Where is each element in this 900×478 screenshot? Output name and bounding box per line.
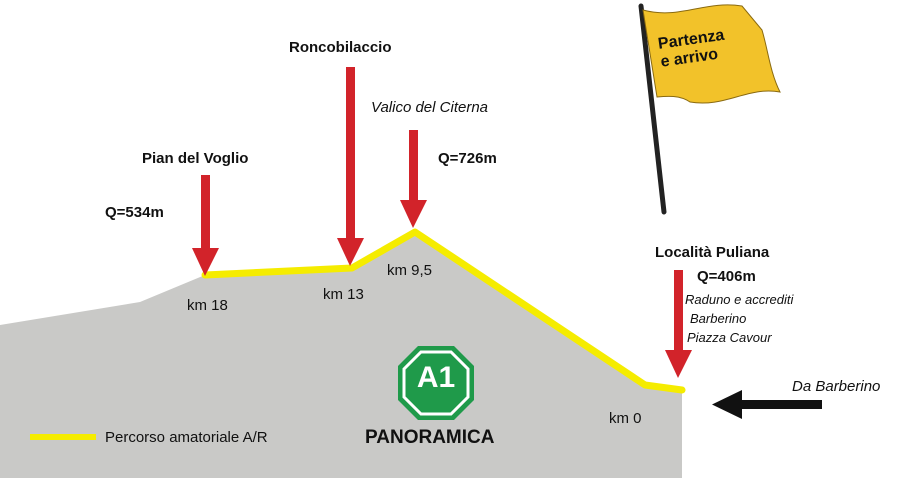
arrow-puliana	[665, 270, 692, 378]
route-line	[201, 228, 686, 394]
roncobilaccio-label: Roncobilaccio	[289, 39, 392, 56]
arrow-valico	[400, 130, 427, 228]
a1-sign-text: A1	[416, 361, 456, 394]
panoramica-label: PANORAMICA	[365, 427, 495, 448]
puliana-note-2: Barberino	[690, 311, 747, 326]
puliana-km: km 0	[609, 410, 642, 427]
arrow-pian-del-voglio	[192, 175, 219, 276]
pian-del-voglio-label: Pian del Voglio	[142, 150, 249, 167]
valico-quota: Q=726m	[438, 150, 497, 167]
puliana-quota: Q=406m	[697, 268, 756, 285]
puliana-note-3: Piazza Cavour	[687, 330, 772, 345]
roncobilaccio-km: km 13	[323, 286, 364, 303]
legend-label: Percorso amatoriale A/R	[105, 429, 268, 446]
puliana-note-1: Raduno e accrediti	[685, 292, 794, 307]
pian-del-voglio-km: km 18	[187, 297, 228, 314]
valico-label: Valico del Citerna	[371, 99, 489, 116]
puliana-label: Località Puliana	[655, 244, 770, 261]
arrow-roncobilaccio	[337, 67, 364, 266]
flag-icon	[638, 3, 781, 215]
terrain-profile	[0, 232, 682, 478]
pian-del-voglio-quota: Q=534m	[105, 204, 164, 221]
direction-arrow-icon	[712, 390, 822, 419]
a1-sign-icon	[398, 346, 474, 420]
valico-km: km 9,5	[387, 262, 433, 279]
direction-label: Da Barberino	[792, 378, 881, 395]
